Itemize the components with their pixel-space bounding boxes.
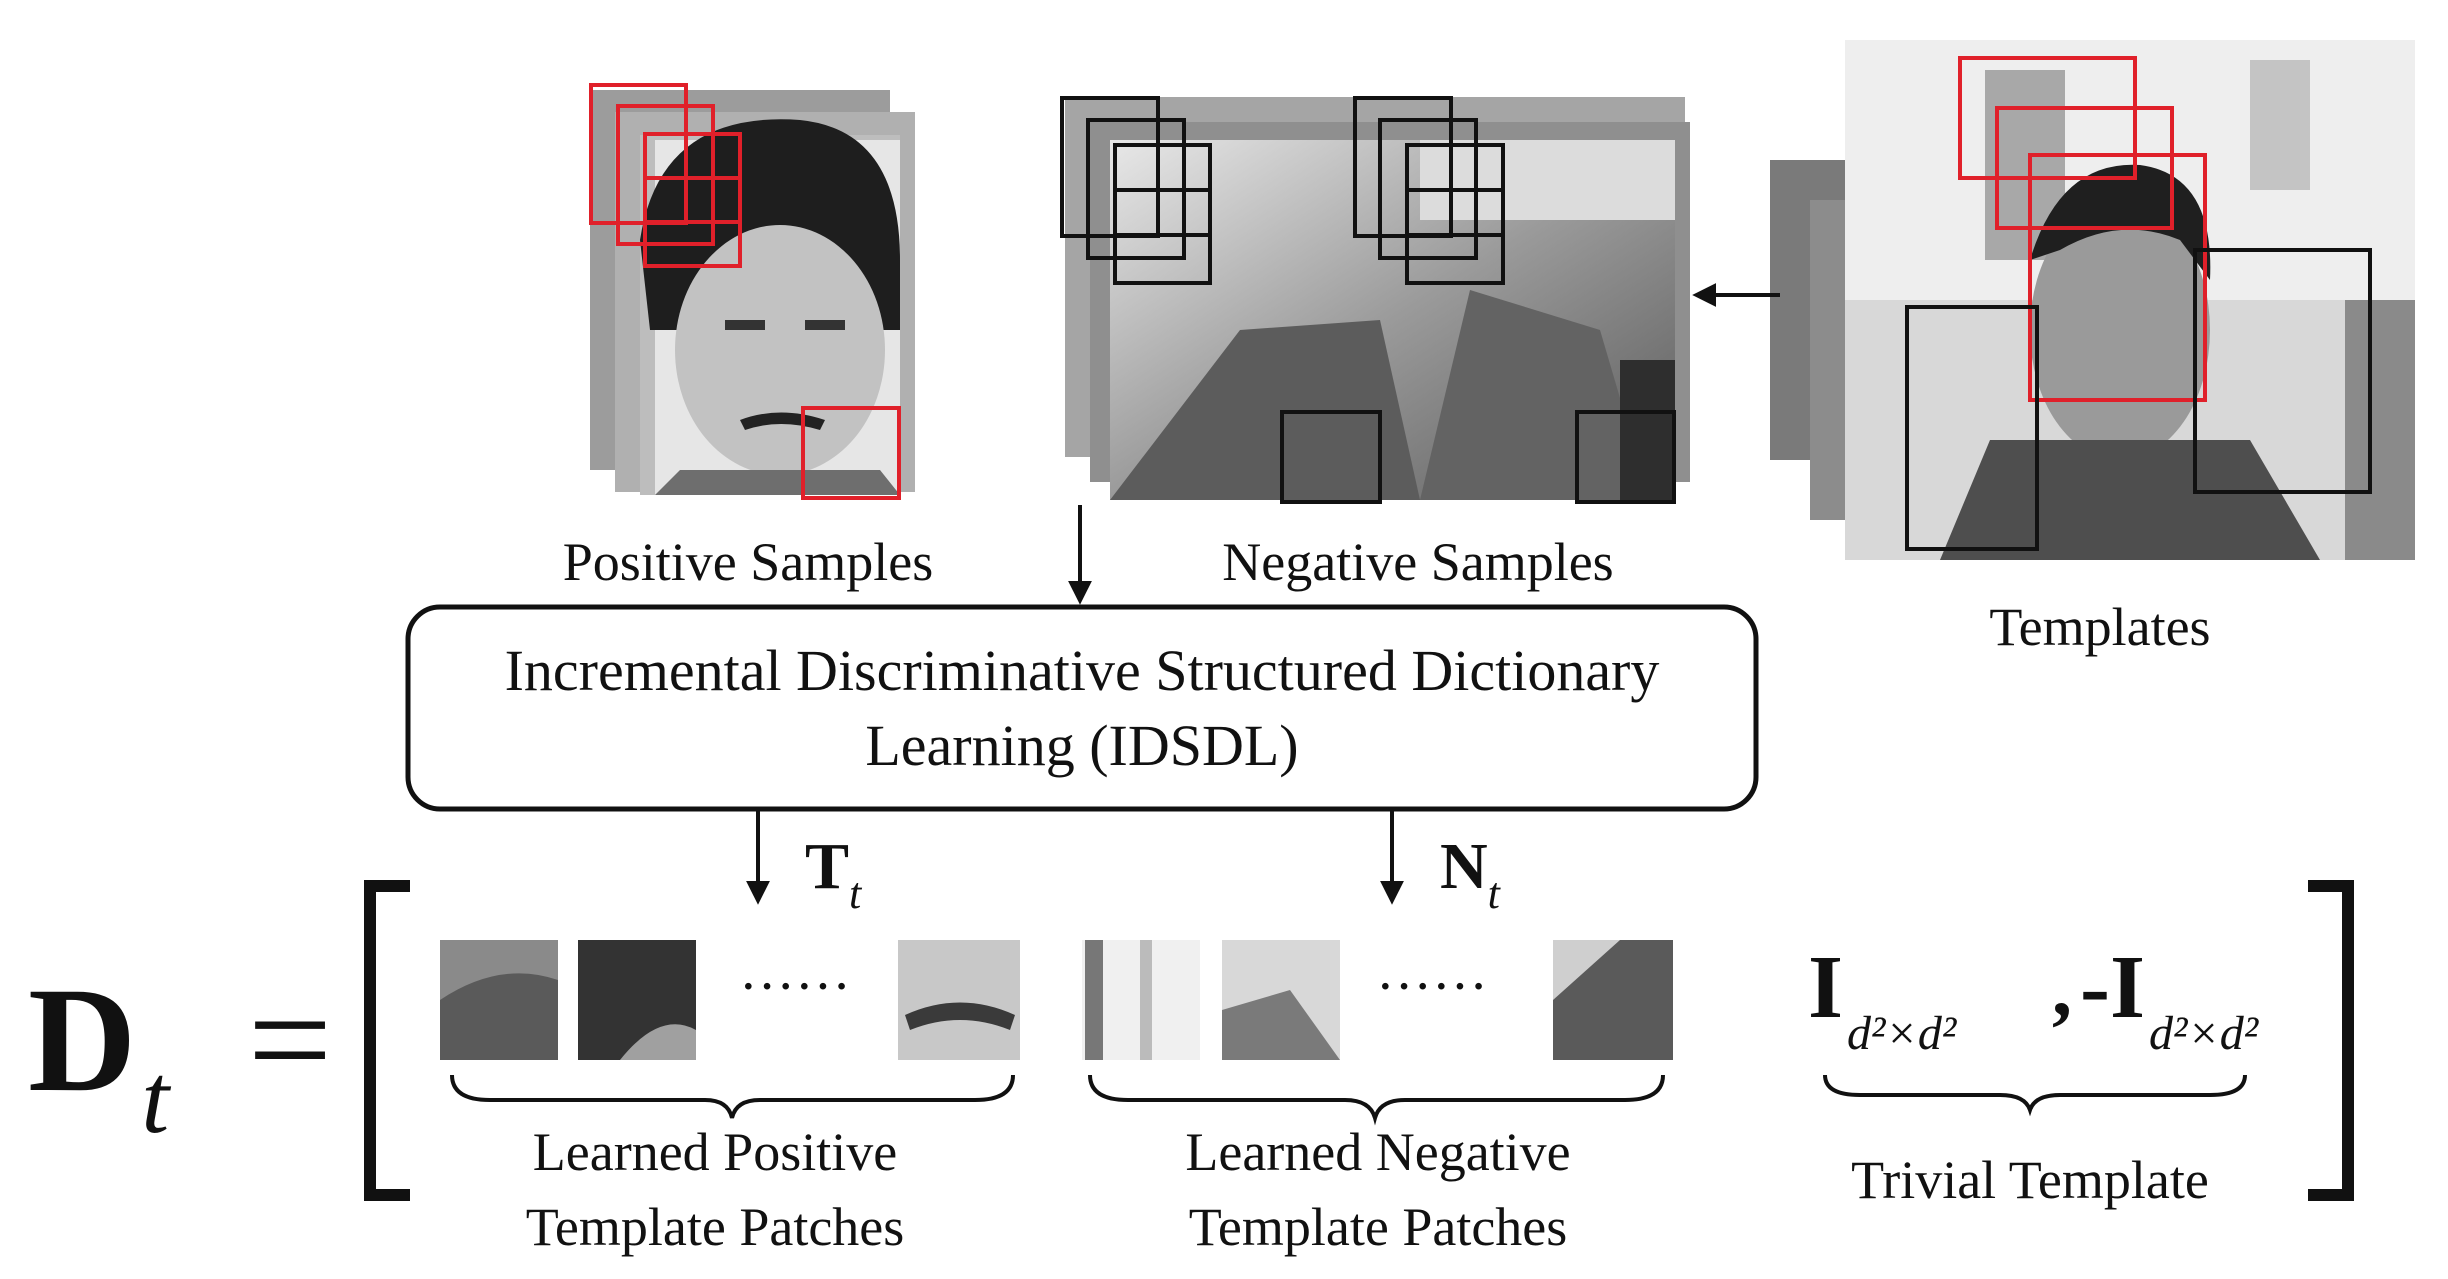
- frame-image: [1845, 40, 2415, 560]
- positive-patches-ellipsis: ······: [739, 956, 851, 1018]
- face-image: [640, 119, 900, 495]
- templates-label: Templates: [1989, 597, 2210, 657]
- templates-stack: [1770, 40, 2415, 560]
- brace-negative: [1088, 1074, 1665, 1126]
- learned-negative-line1: Learned Negative: [1185, 1122, 1570, 1182]
- comma-separator: ,: [2052, 945, 2072, 1033]
- Tt-subscript: t: [849, 869, 863, 918]
- identity-subscript: d²×d²: [1847, 1007, 1958, 1060]
- learned-positive-line1: Learned Positive: [533, 1122, 897, 1182]
- brace-positive: [450, 1074, 1015, 1119]
- learned-positive-patches: ······: [440, 940, 1020, 1060]
- template-boxes: [1905, 56, 2372, 551]
- positive-samples-label: Positive Samples: [563, 532, 934, 592]
- right-bracket: [2308, 880, 2354, 1201]
- positive-patch-last: [898, 940, 1020, 1060]
- brace-trivial: [1823, 1074, 2247, 1117]
- left-bracket: [364, 880, 410, 1201]
- Nt-subscript: t: [1488, 869, 1502, 918]
- identity-matrix: Id²×d²: [1808, 938, 1958, 1060]
- negative-patch-boxes: [1060, 96, 1676, 504]
- trivial-template-label: Trivial Template: [1851, 1150, 2209, 1210]
- Tt-label: Tt: [805, 830, 863, 918]
- Dt-subscript: t: [141, 1043, 171, 1154]
- Nt-label: Nt: [1440, 830, 1502, 918]
- learned-positive-line2: Template Patches: [526, 1197, 905, 1257]
- neg-identity-subscript: d²×d²: [2149, 1007, 2260, 1060]
- learned-negative-patches: ······: [1082, 940, 1673, 1060]
- negative-samples-label: Negative Samples: [1222, 532, 1613, 592]
- Dt-symbol: Dt: [28, 957, 171, 1154]
- neg-identity-matrix: -Id²×d²: [2080, 938, 2260, 1060]
- positive-patch-boxes: [589, 83, 901, 500]
- idsdl-process-box: Incremental Discriminative Structured Di…: [405, 604, 1759, 812]
- background-image: [1110, 140, 1675, 500]
- idsdl-title-line2: Learning (IDSDL): [865, 713, 1298, 778]
- equals-sign: =: [248, 957, 333, 1123]
- negative-patches-ellipsis: ······: [1376, 956, 1488, 1018]
- positive-samples-stack: [589, 83, 915, 500]
- idsdl-title-line1: Incremental Discriminative Structured Di…: [505, 638, 1660, 703]
- learned-negative-line2: Template Patches: [1189, 1197, 1568, 1257]
- negative-samples-stack: [1060, 96, 1690, 504]
